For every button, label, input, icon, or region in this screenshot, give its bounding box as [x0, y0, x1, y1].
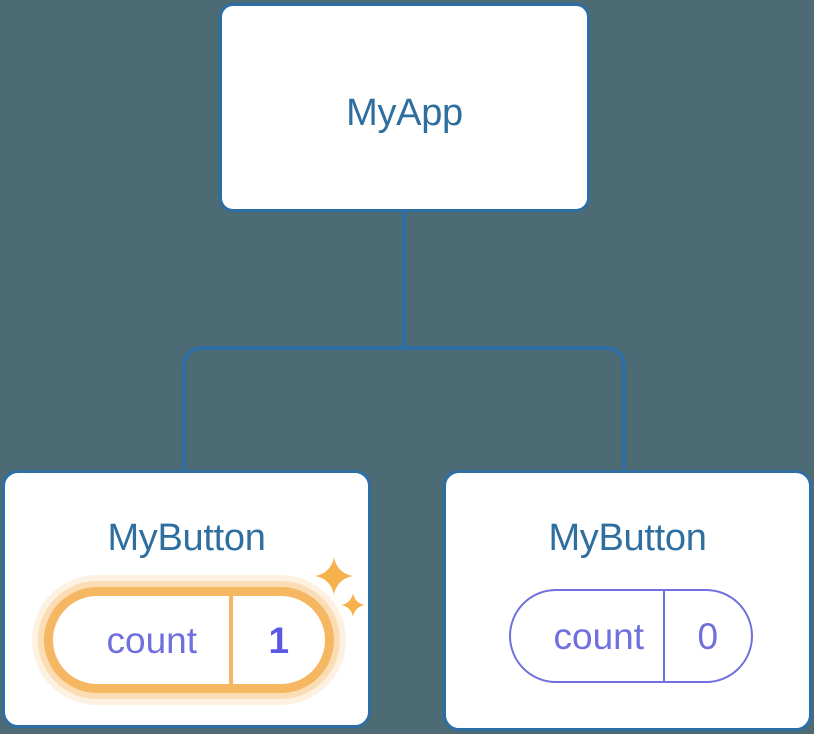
state-pill-right[interactable]: count 0: [509, 589, 753, 683]
state-pill-wrap-left: count 1: [33, 579, 345, 701]
state-value-right: 0: [697, 615, 719, 657]
node-card-mybutton-right[interactable]: MyButton count 0: [443, 470, 812, 731]
edge-root-to-child-left: [182, 346, 406, 474]
state-key-left: count: [53, 596, 233, 684]
edge-root-to-child-right: [402, 346, 626, 474]
state-key-right: count: [511, 591, 665, 681]
node-title-myapp: MyApp: [346, 92, 463, 134]
state-value-left: 1: [268, 619, 290, 661]
node-card-mybutton-left[interactable]: MyButton count 1: [2, 470, 371, 728]
node-card-myapp[interactable]: MyApp: [219, 3, 590, 212]
state-pill-wrap-right: count 0: [506, 581, 756, 691]
state-pill-left[interactable]: count 1: [44, 587, 334, 693]
node-title-mybutton-right: MyButton: [548, 517, 707, 559]
node-title-mybutton-left: MyButton: [107, 517, 266, 559]
